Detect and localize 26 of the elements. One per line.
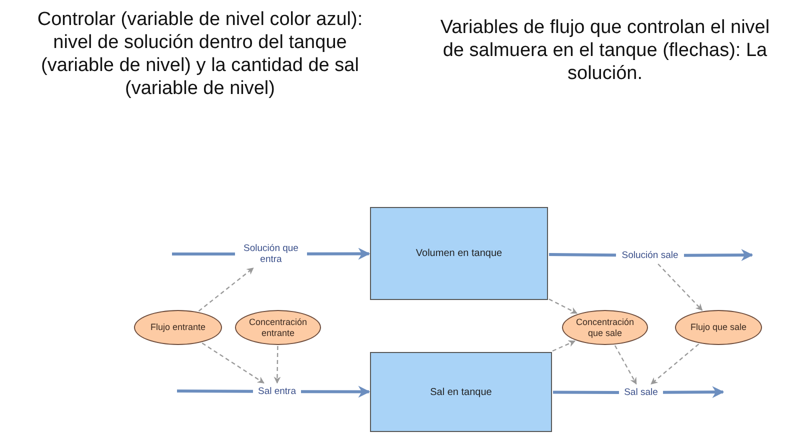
node-text: Solución sale bbox=[622, 250, 678, 261]
flow-arrow bbox=[684, 249, 754, 262]
stock-box bbox=[370, 207, 548, 300]
flow-arrow bbox=[307, 248, 370, 260]
dashed-arrow bbox=[202, 342, 264, 384]
node-text: Concentración que sale bbox=[574, 316, 636, 338]
flow-arrow bbox=[301, 386, 370, 398]
flow-arrow bbox=[662, 386, 724, 398]
dashed-arrow bbox=[552, 340, 576, 352]
dashed-arrow bbox=[548, 298, 578, 314]
node-text: Sal sale bbox=[624, 387, 658, 398]
node-text: Concentración entrante bbox=[248, 316, 308, 338]
dashed-arrow bbox=[614, 345, 637, 385]
dashed-arrow bbox=[198, 268, 254, 312]
dashed-arrow bbox=[658, 264, 703, 311]
node-text: Sal entra bbox=[258, 386, 296, 397]
dashed-arrow bbox=[650, 344, 700, 384]
heading-note: Controlar (variable de nivel color azul): nivel de solución dentro del tanque (variable de nivel) y la cantidad de sal (variable de nivel) bbox=[36, 8, 364, 100]
node-text: Flujo entrante bbox=[150, 322, 206, 333]
dashed-arrow bbox=[274, 346, 281, 384]
node-text: Solución que entra bbox=[242, 243, 300, 265]
stock-box bbox=[370, 352, 552, 432]
node-text: Flujo que sale bbox=[690, 322, 747, 333]
node-text: Volumen en tanque bbox=[416, 247, 502, 261]
heading-note: Variables de flujo que controlan el nivel de salmuera en el tanque (flechas): La solución. bbox=[439, 16, 771, 85]
node-text: Sal en tanque bbox=[430, 386, 492, 400]
